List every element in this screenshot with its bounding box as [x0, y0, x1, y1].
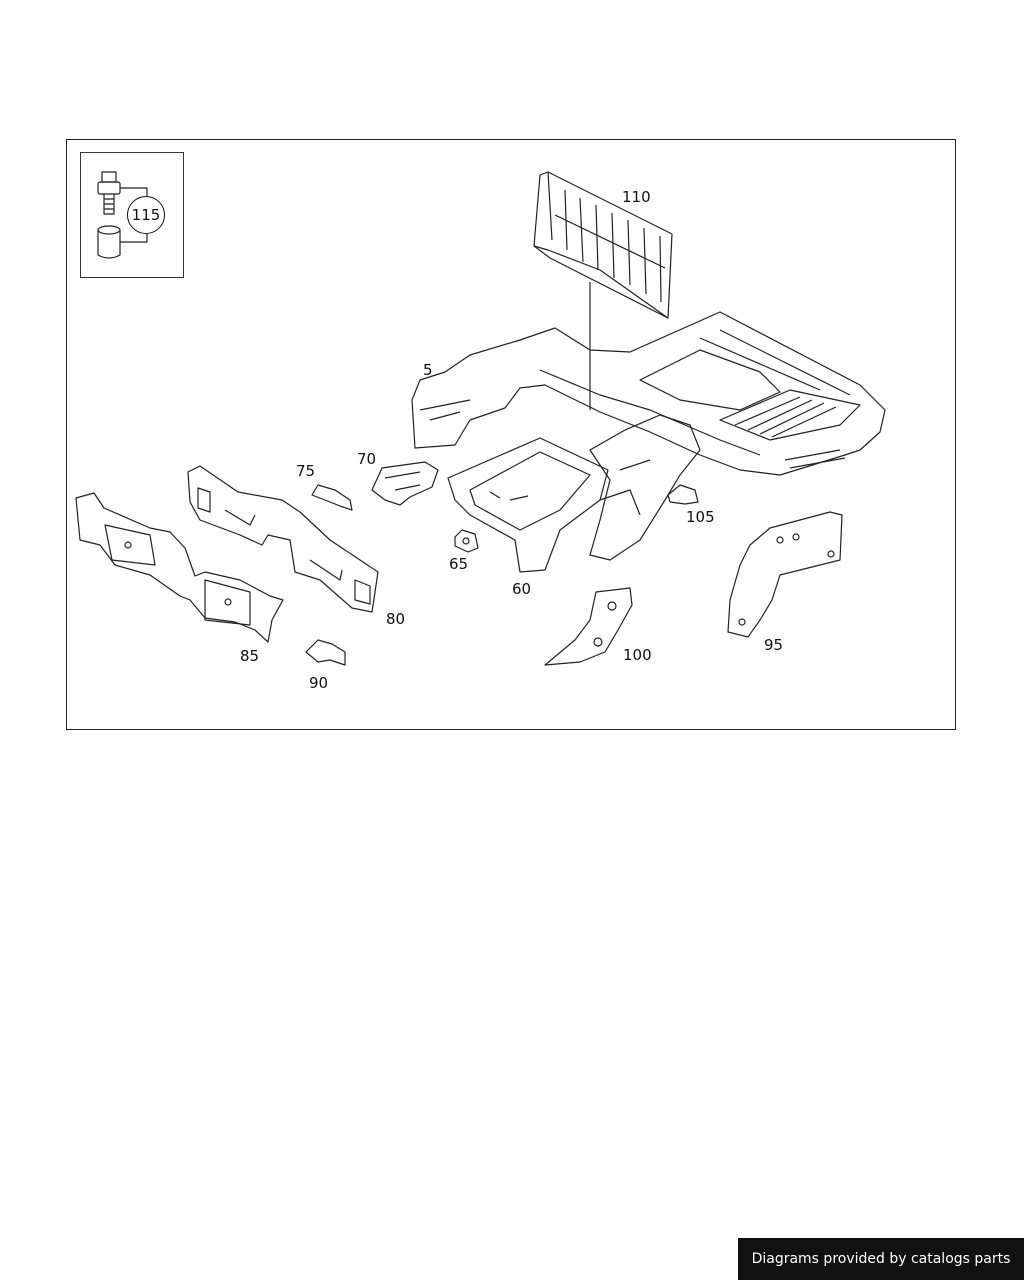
- part-110-rear-panel: [533, 171, 673, 410]
- callout-70: 70: [357, 450, 377, 468]
- diagram-frame: [66, 139, 956, 730]
- part-95-wheelhouse: [727, 511, 843, 638]
- callout-75: 75: [296, 462, 316, 480]
- callout-80: 80: [386, 610, 406, 628]
- callout-110: 110: [622, 188, 651, 206]
- part-70-bracket: [371, 461, 439, 506]
- part-115-fasteners: [97, 171, 148, 259]
- part-90-bracket: [305, 639, 346, 666]
- callout-100: 100: [623, 646, 652, 664]
- part-85-crossmember: [75, 492, 284, 643]
- part-105-bracket: [667, 484, 699, 505]
- callout-95: 95: [764, 636, 784, 654]
- inset-box-fasteners: [80, 152, 184, 278]
- part-65-bracket: [454, 529, 479, 553]
- part-60-spare-wheel-well: [447, 437, 609, 573]
- callout-60: 60: [512, 580, 532, 598]
- callout-85: 85: [240, 647, 260, 665]
- callout-90: 90: [309, 674, 329, 692]
- watermark-banner: Diagrams provided by catalogs parts: [738, 1238, 1024, 1280]
- callout-105: 105: [686, 508, 715, 526]
- callout-115: 115: [127, 196, 165, 234]
- part-100-panel: [544, 587, 633, 666]
- part-75-bracket: [311, 484, 353, 511]
- callout-65: 65: [449, 555, 469, 573]
- callout-5: 5: [423, 361, 433, 379]
- part-80-crossmember: [187, 465, 379, 613]
- part-5-rear-floor: [411, 311, 886, 561]
